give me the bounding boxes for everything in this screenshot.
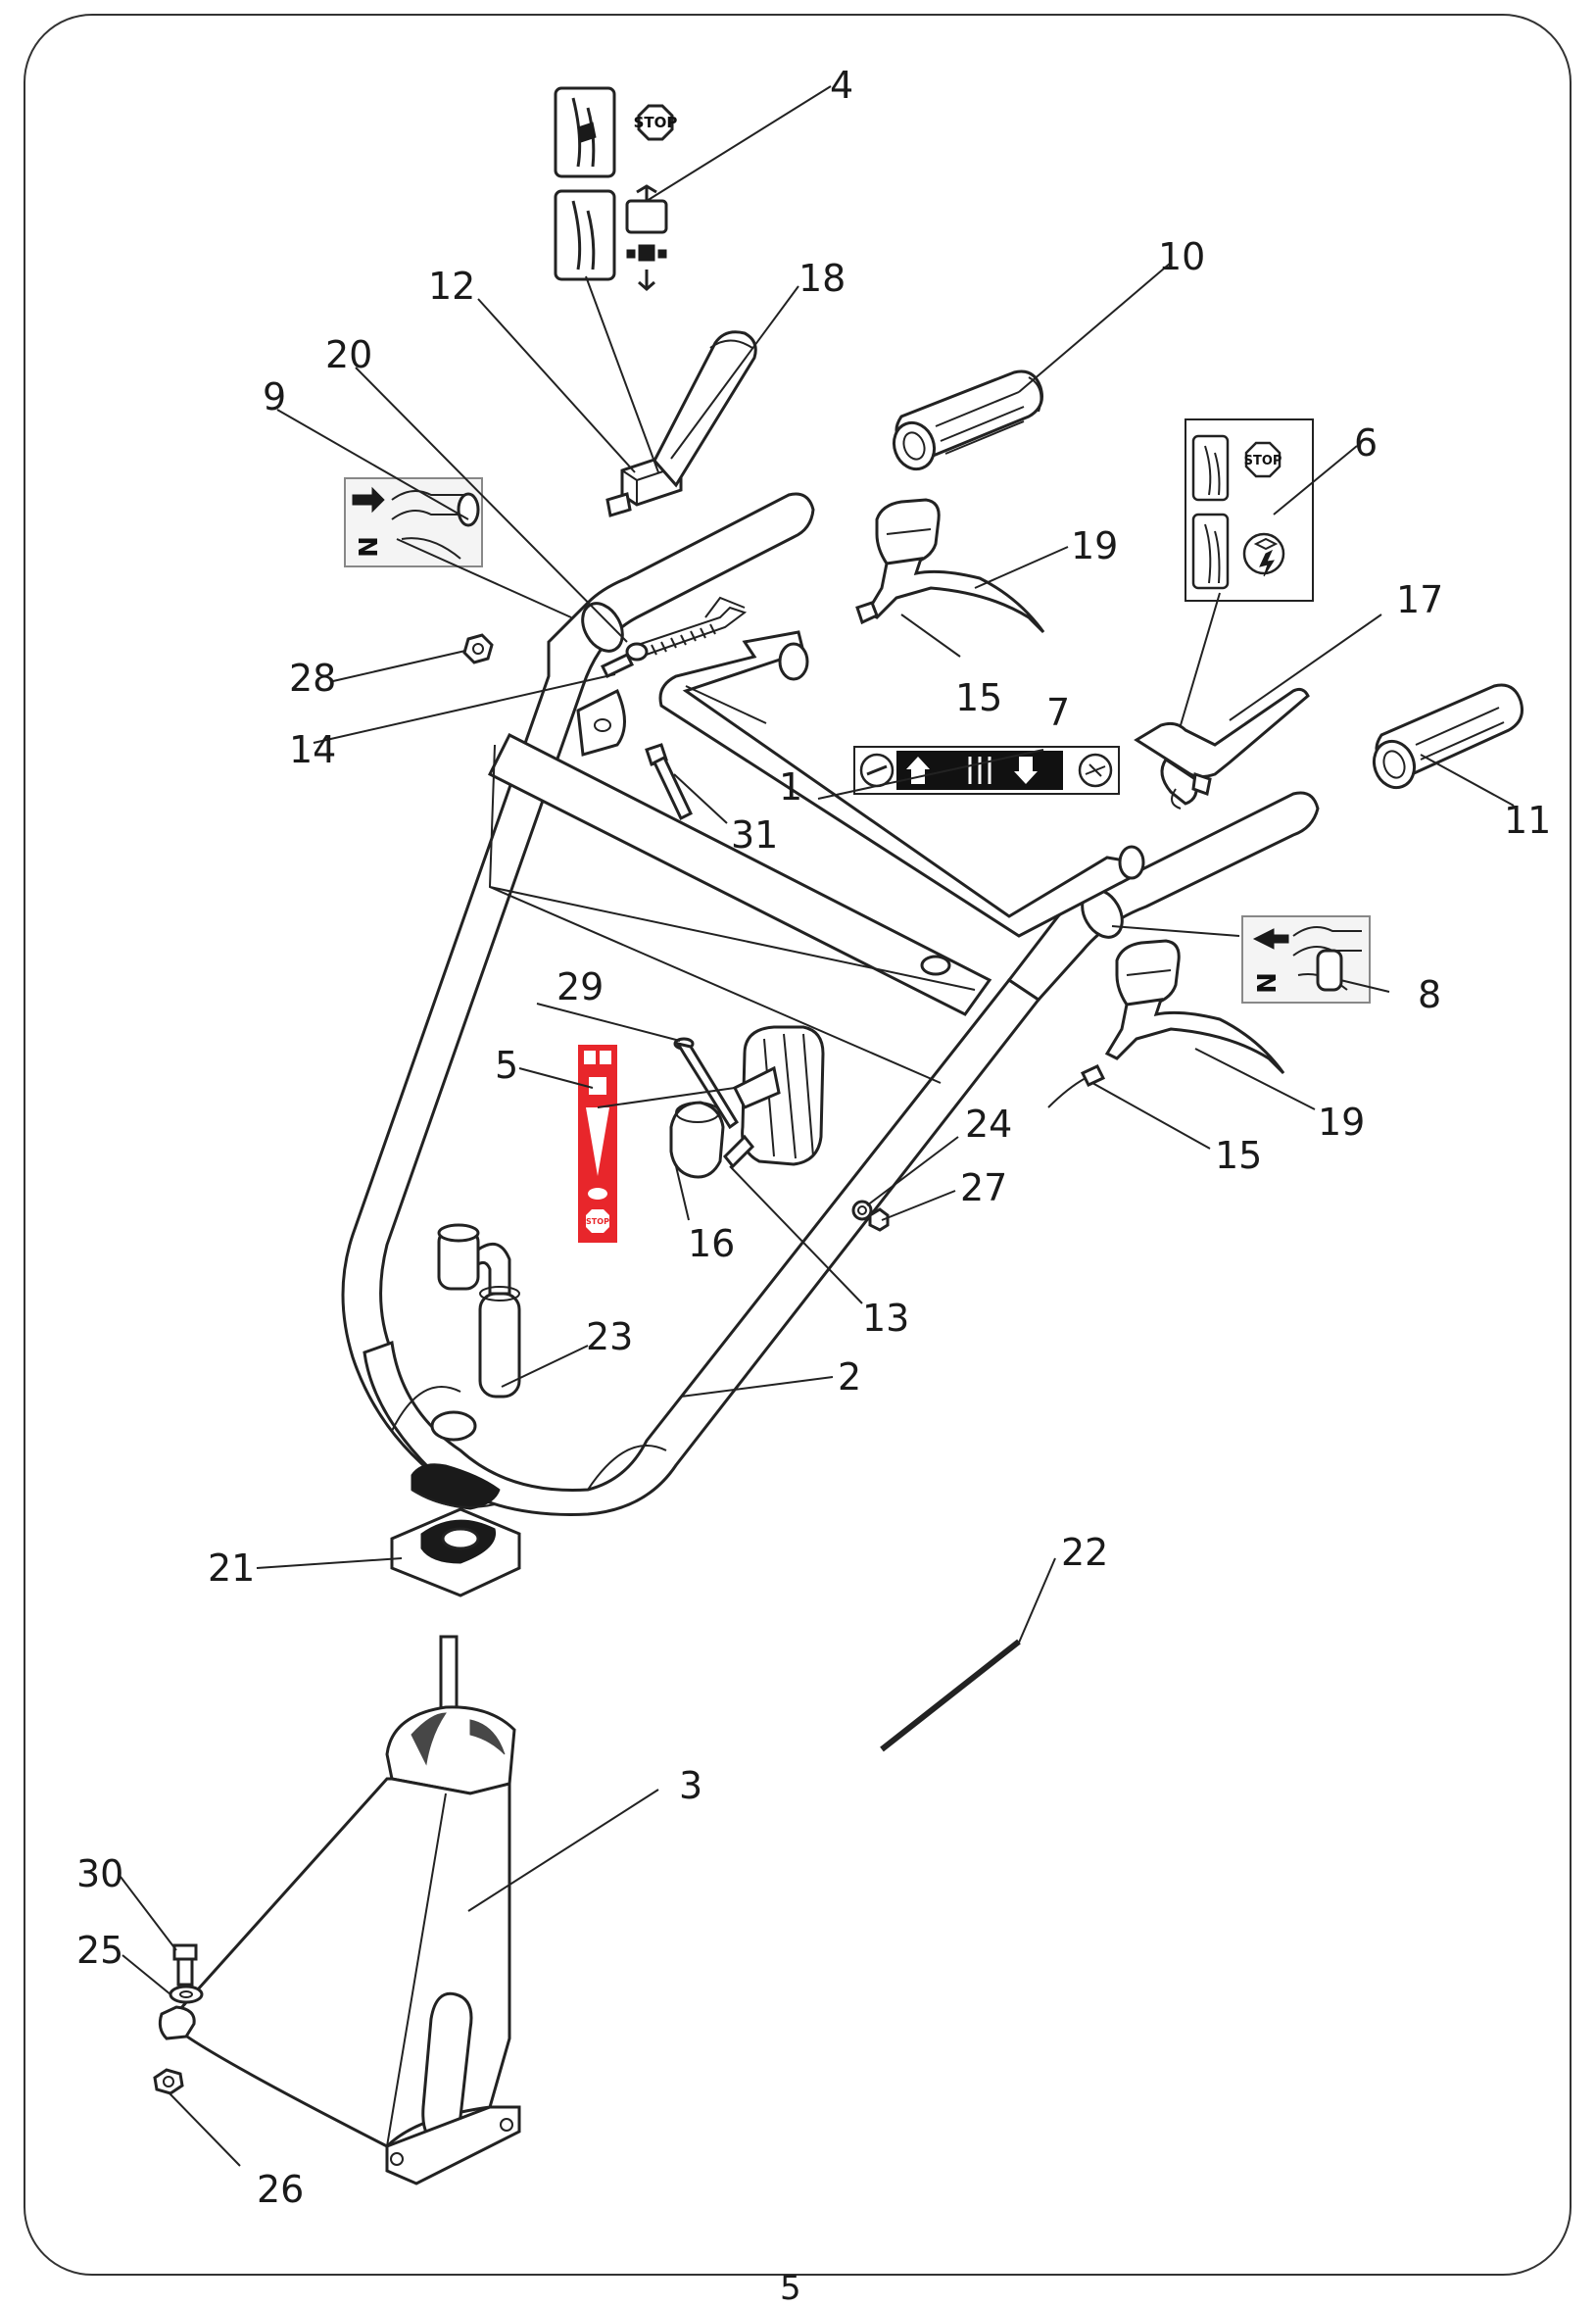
leader-lines bbox=[120, 85, 1515, 2167]
callout-11: 11 bbox=[1504, 799, 1551, 842]
callout-21: 21 bbox=[208, 1547, 255, 1590]
callout-17: 17 bbox=[1396, 578, 1443, 621]
gear-under-frame bbox=[411, 1463, 501, 1510]
stop-sign-text: STOP bbox=[1244, 454, 1282, 468]
decal-4: STOP bbox=[554, 86, 678, 291]
neutral-n-text: N bbox=[355, 536, 384, 558]
callout-23: 23 bbox=[586, 1315, 633, 1358]
decal-7 bbox=[853, 746, 1120, 795]
callout-30: 30 bbox=[76, 1852, 123, 1895]
bolt-29 bbox=[673, 1037, 740, 1130]
callout-25: 25 bbox=[76, 1929, 123, 1972]
stop-sign-icon bbox=[586, 1209, 609, 1233]
callout-22: 22 bbox=[1061, 1531, 1108, 1574]
knob-16 bbox=[669, 1101, 725, 1179]
decal-9: N bbox=[344, 477, 483, 567]
callout-15-lower: 15 bbox=[1215, 1134, 1262, 1177]
page-frame bbox=[24, 14, 1572, 2276]
callout-13: 13 bbox=[862, 1297, 909, 1340]
callout-7: 7 bbox=[1046, 691, 1070, 734]
clutch-rod bbox=[658, 596, 1145, 938]
callout-20: 20 bbox=[325, 333, 372, 376]
stop-sign-text: STOP bbox=[586, 1217, 609, 1226]
lever-19-lower bbox=[1047, 939, 1285, 1108]
callout-14: 14 bbox=[289, 728, 336, 771]
neutral-n-text: N bbox=[1253, 972, 1282, 994]
washer-25 bbox=[169, 1985, 204, 2004]
callout-5: 5 bbox=[495, 1044, 518, 1087]
callout-4: 4 bbox=[830, 64, 853, 107]
callout-16: 16 bbox=[688, 1222, 735, 1265]
callout-18: 18 bbox=[798, 257, 846, 300]
bolt-30 bbox=[172, 1943, 198, 1987]
swivel-gear-21 bbox=[390, 1507, 521, 1597]
decal-6: STOP bbox=[1185, 418, 1314, 602]
callout-26: 26 bbox=[257, 2168, 304, 2211]
nut-28 bbox=[462, 633, 494, 664]
nut-27 bbox=[868, 1207, 890, 1232]
handle-18 bbox=[653, 330, 757, 488]
stop-sign-icon bbox=[637, 104, 674, 141]
callout-3: 3 bbox=[679, 1764, 702, 1807]
page-number: 5 bbox=[780, 2269, 801, 2308]
throttle-control bbox=[722, 1025, 825, 1169]
callout-28: 28 bbox=[289, 657, 336, 700]
callout-12: 12 bbox=[428, 265, 475, 308]
stop-sign-icon bbox=[1244, 441, 1282, 478]
callout-9: 9 bbox=[263, 375, 286, 418]
stop-sign-text: STOP bbox=[634, 114, 678, 131]
decal-5: STOP bbox=[578, 1045, 617, 1243]
callout-29: 29 bbox=[556, 965, 604, 1008]
grip-23 bbox=[437, 1223, 521, 1399]
grip-11 bbox=[1372, 683, 1523, 790]
callout-27: 27 bbox=[960, 1166, 1007, 1209]
grip-10 bbox=[892, 369, 1043, 471]
rod-22 bbox=[880, 1639, 1021, 1752]
cable-end bbox=[600, 653, 635, 678]
callout-6: 6 bbox=[1354, 421, 1378, 465]
callout-2: 2 bbox=[838, 1355, 861, 1399]
callout-24: 24 bbox=[965, 1103, 1012, 1146]
callout-1: 1 bbox=[779, 765, 802, 809]
callout-8: 8 bbox=[1418, 973, 1441, 1016]
callout-10: 10 bbox=[1158, 235, 1205, 278]
spring bbox=[625, 606, 748, 662]
decal-8: N bbox=[1241, 915, 1371, 1004]
lever-19-upper bbox=[855, 498, 1045, 634]
handlebar-frame bbox=[341, 492, 1320, 1516]
callout-15-upper: 15 bbox=[955, 676, 1002, 719]
nut-26 bbox=[153, 2068, 184, 2095]
callout-19-lower: 19 bbox=[1318, 1101, 1365, 1144]
lever-17 bbox=[1134, 687, 1310, 810]
swivel-base bbox=[158, 1635, 521, 2185]
callout-labels: 1 2 3 4 5 6 7 8 9 10 11 12 13 14 15 15 1… bbox=[76, 64, 1551, 2211]
washer-24 bbox=[851, 1200, 873, 1221]
callout-19-upper: 19 bbox=[1071, 524, 1118, 567]
bolt-31 bbox=[645, 743, 693, 821]
callout-31: 31 bbox=[731, 813, 778, 857]
